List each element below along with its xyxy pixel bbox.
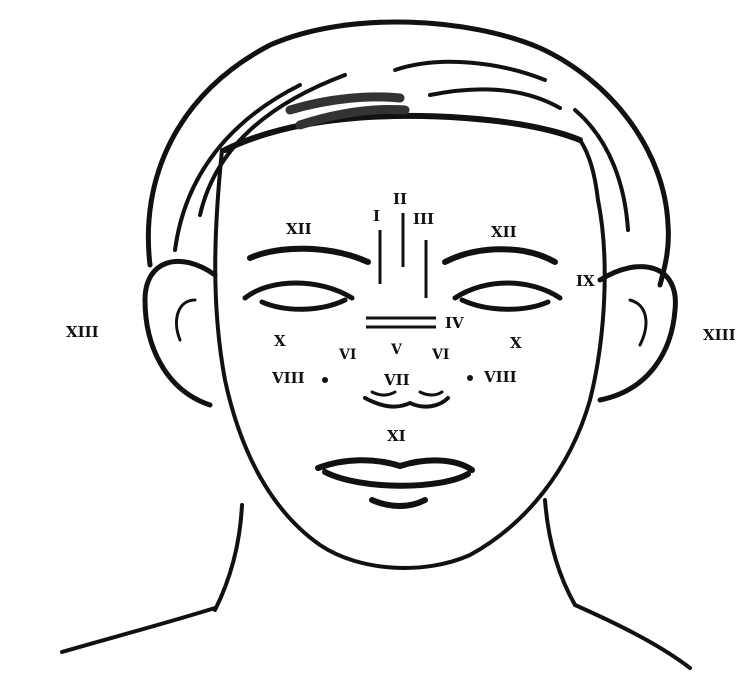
- right-eyebrow: [445, 249, 555, 262]
- left-ear: [145, 261, 215, 405]
- label-V: V: [390, 342, 403, 358]
- left-shoulder: [62, 608, 215, 652]
- label-VI-left: VI: [338, 347, 356, 363]
- label-X-right: X: [510, 334, 522, 352]
- right-eye: [455, 283, 560, 309]
- hair-outline: [148, 22, 668, 285]
- face-outline: [62, 22, 690, 668]
- right-ear-inner: [630, 300, 646, 345]
- label-XIII-left: XIII: [66, 323, 99, 341]
- label-IV: IV: [445, 314, 464, 332]
- neck-right: [545, 500, 575, 605]
- label-VII: VII: [383, 371, 410, 389]
- label-XIII-right: XIII: [703, 326, 736, 344]
- label-II: II: [393, 190, 407, 208]
- left-eyebrow: [250, 249, 368, 262]
- nose: [365, 398, 448, 407]
- right-ear: [600, 267, 675, 400]
- label-XII-right: XII: [491, 223, 517, 241]
- label-XII-left: XII: [286, 220, 312, 238]
- hair-fringe: [225, 116, 580, 150]
- label-X-left: X: [274, 332, 286, 350]
- left-eye: [245, 283, 352, 309]
- nose-nostril: [372, 392, 442, 395]
- zone-markers: [366, 213, 436, 327]
- right-shoulder: [575, 605, 690, 668]
- label-VI-right: VI: [431, 347, 449, 363]
- label-VIII-right: VIII: [483, 368, 517, 386]
- left-ear-inner: [176, 300, 195, 340]
- mouth: [318, 460, 472, 486]
- chin-lip: [372, 500, 425, 506]
- marker-dot-right: [467, 375, 473, 381]
- label-I: I: [373, 207, 380, 225]
- neck-left: [215, 505, 242, 610]
- label-III: III: [413, 210, 434, 228]
- label-XI: XI: [387, 427, 406, 445]
- marker-dot-left: [322, 377, 328, 383]
- label-VIII-left: VIII: [271, 369, 305, 387]
- label-IX: IX: [576, 272, 595, 290]
